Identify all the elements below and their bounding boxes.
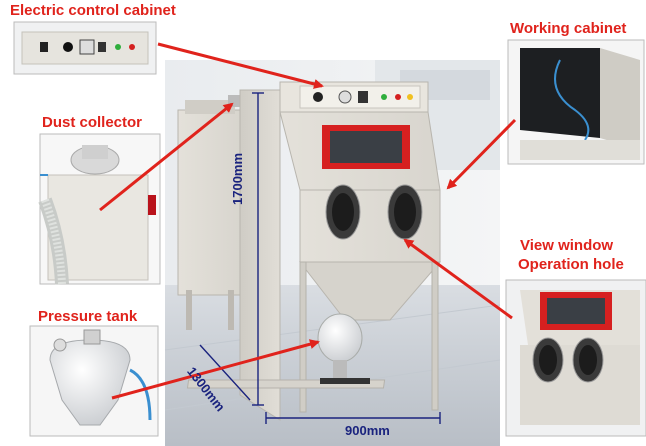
dimension-height: 1700mm (230, 152, 245, 205)
blast-cabinet (186, 81, 442, 421)
inset-working-cabinet (507, 39, 645, 165)
arrow-view-window (403, 238, 513, 320)
inset-electric-control (13, 21, 157, 75)
arrow-pressure-tank (111, 339, 320, 400)
arrow-working-cabinet (446, 118, 517, 190)
label-working-cabinet: Working cabinet (510, 20, 627, 37)
label-electric-control-cabinet: Electric control cabinet (10, 2, 176, 19)
dimension-width: 900mm (345, 423, 390, 438)
callout-arrows (99, 42, 517, 400)
dust-collector-unit (177, 95, 248, 330)
label-view-window: View window (520, 237, 614, 254)
label-operation-hole: Operation hole (518, 256, 624, 273)
inset-view-window (505, 279, 646, 437)
dimension-lines (199, 92, 441, 424)
label-pressure-tank: Pressure tank (38, 308, 138, 325)
label-dust-collector: Dust collector (42, 114, 143, 131)
inset-pressure-tank (29, 325, 159, 437)
arrow-dust-collector (99, 102, 234, 212)
arrow-electric-control (157, 42, 324, 89)
